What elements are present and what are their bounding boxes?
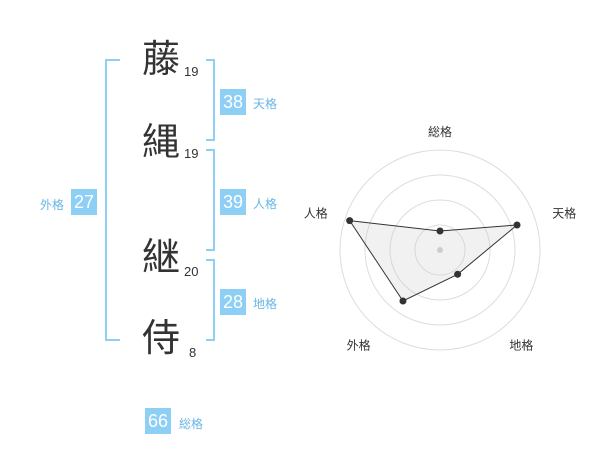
radar-point (454, 270, 462, 278)
soukaku-label: 総格 (179, 417, 204, 431)
chikaku-value: 28 (220, 289, 247, 315)
radar-ring (339, 149, 541, 351)
stroke-count-1: 19 (184, 64, 199, 79)
name-char-3: 継 (142, 235, 181, 279)
radar-ring (389, 199, 491, 301)
chikaku-label: 地格 (253, 297, 278, 311)
radar-series-polygon (348, 220, 519, 302)
jinkaku-value: 39 (220, 189, 247, 215)
name-char-4: 侍 (142, 316, 181, 360)
radar-ring (364, 174, 516, 326)
radar-point (436, 227, 444, 235)
name-char-1: 藤 (142, 37, 181, 81)
radar-axis-label: 総格 (428, 124, 452, 139)
gaikaku-value: 27 (71, 189, 98, 215)
radar-center-dot (437, 247, 443, 253)
tenkaku-value: 38 (220, 89, 247, 115)
soukaku-value: 66 (145, 408, 172, 434)
radar-axis-label: 外格 (347, 337, 371, 352)
gaikaku-bracket (105, 59, 120, 341)
tenkaku-bracket (206, 59, 215, 141)
stroke-count-3: 20 (184, 264, 199, 279)
jinkaku-bracket (206, 149, 215, 251)
radar-axis-label: 天格 (552, 206, 576, 221)
radar-point (399, 297, 407, 305)
tenkaku-label: 天格 (253, 97, 278, 111)
radar-ring (414, 224, 466, 276)
radar-point (513, 221, 521, 229)
stroke-count-2: 19 (184, 146, 199, 161)
name-char-2: 縄 (142, 120, 181, 164)
jinkaku-label: 人格 (253, 197, 278, 211)
radar-axis-label: 人格 (304, 206, 328, 221)
radar-point (346, 217, 354, 225)
chikaku-bracket (206, 259, 215, 341)
gaikaku-label: 外格 (40, 198, 65, 212)
stroke-count-4: 8 (189, 345, 197, 360)
radar-axis-label: 地格 (509, 337, 533, 352)
